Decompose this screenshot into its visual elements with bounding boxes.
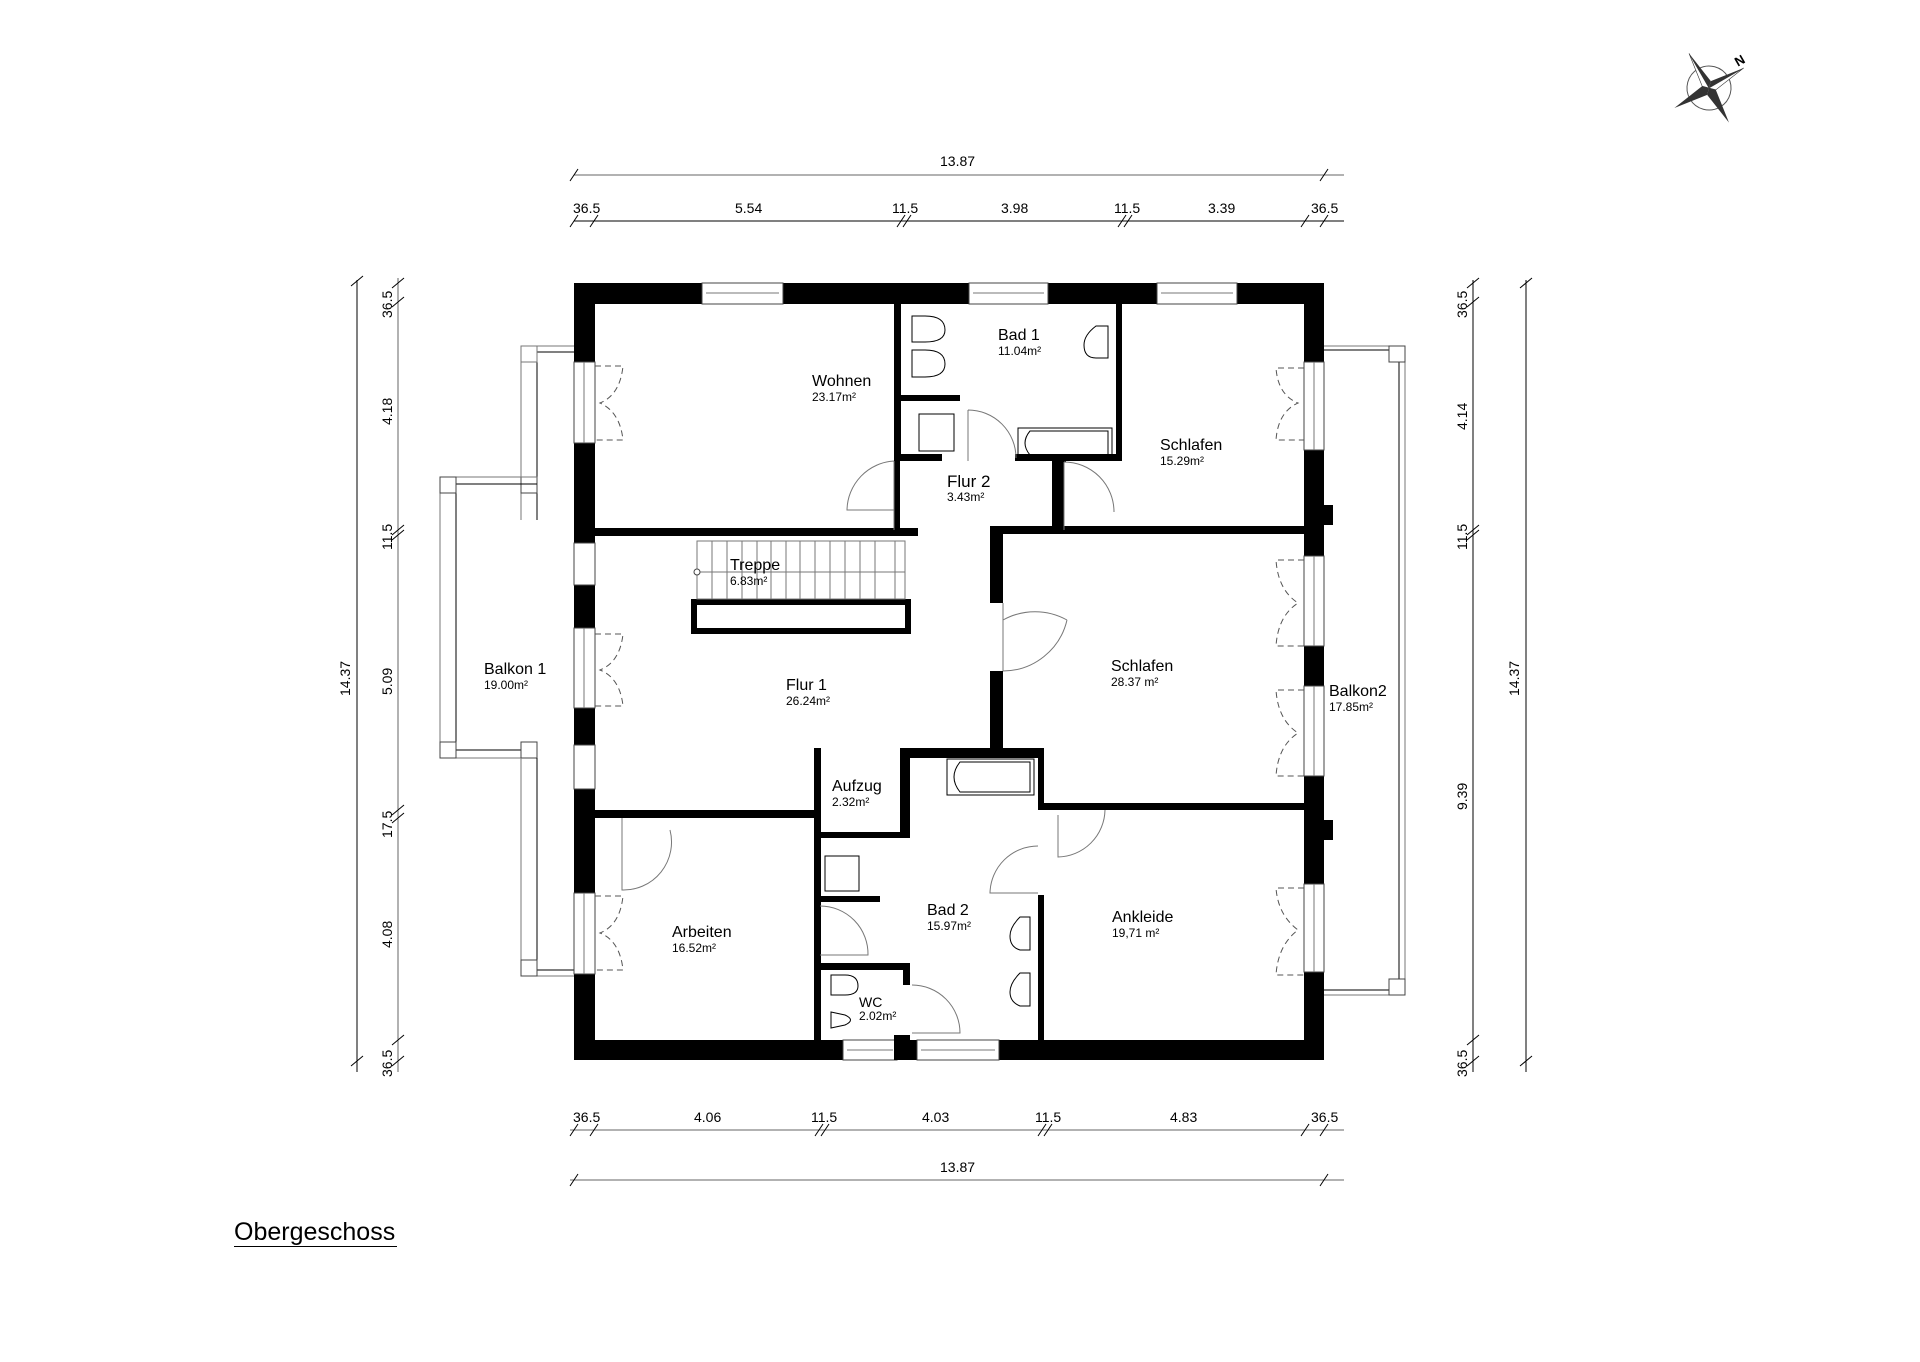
- room-wc: WC 2.02m²: [859, 995, 896, 1022]
- room-area: 3.43m²: [947, 490, 985, 504]
- dim-bottom-seg: 4.03: [922, 1109, 950, 1125]
- room-name: Bad 1: [998, 327, 1040, 344]
- room-balkon-2: Balkon2 17.85m²: [1329, 683, 1387, 714]
- dim-top-seg: 36.5: [573, 200, 601, 216]
- room-name: Wohnen: [812, 373, 872, 390]
- room-area: 2.32m²: [832, 795, 870, 809]
- dim-top-seg: 5.54: [735, 200, 763, 216]
- room-name: Bad 2: [927, 902, 969, 919]
- room-bad-2: Bad 2 15.97m²: [927, 902, 972, 933]
- room-name: Treppe: [730, 557, 781, 574]
- dim-bottom-seg: 36.5: [573, 1109, 601, 1125]
- dimension-left: [350, 275, 405, 1072]
- windows: [573, 282, 1325, 1061]
- dim-bottom-seg: 4.06: [694, 1109, 722, 1125]
- dim-right-seg: 11.5: [1454, 523, 1470, 550]
- room-schlafen-large: Schlafen 28.37 m²: [1111, 658, 1174, 689]
- room-name: Balkon 1: [484, 661, 547, 678]
- dimension-right: [1466, 277, 1533, 1072]
- balcony-2-outline: [1324, 345, 1406, 996]
- dim-right-seg: 36.5: [1454, 1049, 1470, 1077]
- room-name: Aufzug: [832, 778, 882, 795]
- room-flur-1: Flur 1 26.24m²: [786, 677, 831, 708]
- dim-right-seg: 9.39: [1454, 782, 1470, 810]
- dim-left-seg: 5.09: [379, 667, 395, 695]
- room-area: 6.83m²: [730, 574, 768, 588]
- room-area: 28.37 m²: [1111, 675, 1159, 689]
- dimension-top: [569, 168, 1344, 228]
- room-aufzug: Aufzug 2.32m²: [832, 778, 882, 809]
- room-name: Schlafen: [1111, 658, 1174, 675]
- dim-left-seg: 36.5: [379, 1049, 395, 1077]
- dim-top-seg: 36.5: [1311, 200, 1339, 216]
- drawing-title: Obergeschoss: [234, 1218, 398, 1248]
- dimension-bottom: [569, 1123, 1344, 1187]
- dim-left-seg: 4.18: [379, 397, 395, 425]
- room-name: Arbeiten: [672, 924, 732, 941]
- dim-bottom-seg: 11.5: [811, 1109, 838, 1125]
- room-name: Ankleide: [1112, 909, 1174, 926]
- dim-bottom-total: 13.87: [940, 1159, 976, 1175]
- room-arbeiten: Arbeiten 16.52m²: [672, 924, 732, 955]
- dim-left-seg: 11.5: [379, 523, 395, 550]
- dim-right-total: 14.37: [1506, 660, 1522, 696]
- room-balkon-1: Balkon 1 19.00m²: [484, 661, 547, 692]
- room-ankleide: Ankleide 19,71 m²: [1112, 909, 1174, 940]
- room-name: WC: [859, 994, 883, 1010]
- room-area: 11.04m²: [998, 344, 1042, 358]
- dim-left-total: 14.37: [337, 660, 353, 696]
- balcony-1-outline: [439, 345, 575, 977]
- door-swings: [621, 409, 1115, 1034]
- room-name: Flur 1: [786, 677, 827, 694]
- stair-treads: [693, 540, 906, 600]
- dim-left-seg: 36.5: [379, 290, 395, 318]
- room-name: Balkon2: [1329, 683, 1387, 700]
- room-name: Schlafen: [1160, 437, 1223, 454]
- dim-left-seg: 17.5: [379, 810, 395, 838]
- dim-top-seg: 11.5: [1114, 200, 1141, 216]
- room-flur-2: Flur 2 3.43m²: [947, 473, 990, 503]
- room-area: 15.29m²: [1160, 454, 1205, 468]
- room-area: 17.85m²: [1329, 700, 1374, 714]
- room-area: 19.00m²: [484, 678, 529, 692]
- dim-top-seg: 3.39: [1208, 200, 1236, 216]
- dim-bottom-seg: 36.5: [1311, 1109, 1339, 1125]
- dim-right-seg: 36.5: [1454, 290, 1470, 318]
- dim-top-seg: 3.98: [1001, 200, 1029, 216]
- room-area: 2.02m²: [859, 1009, 897, 1023]
- room-name: Flur 2: [947, 472, 991, 491]
- dim-bottom-seg: 4.83: [1170, 1109, 1198, 1125]
- room-area: 23.17m²: [812, 390, 857, 404]
- room-schlafen-small: Schlafen 15.29m²: [1160, 437, 1223, 468]
- room-area: 26.24m²: [786, 694, 831, 708]
- sanitary-fixtures: [824, 315, 1113, 1029]
- room-area: 19,71 m²: [1112, 926, 1160, 940]
- dim-top-total: 13.87: [940, 153, 976, 169]
- balcony-doors: [595, 365, 1304, 976]
- room-wohnen: Wohnen 23.17m²: [812, 373, 872, 404]
- room-area: 16.52m²: [672, 941, 717, 955]
- dim-left-seg: 4.08: [379, 920, 395, 948]
- dim-top-seg: 11.5: [892, 200, 919, 216]
- room-bad-1: Bad 1 11.04m²: [998, 327, 1042, 358]
- dim-right-seg: 4.14: [1454, 402, 1470, 430]
- compass-north-icon: [1674, 53, 1744, 123]
- room-treppe: Treppe 6.83m²: [730, 557, 781, 588]
- room-area: 15.97m²: [927, 919, 972, 933]
- dim-bottom-seg: 11.5: [1035, 1109, 1062, 1125]
